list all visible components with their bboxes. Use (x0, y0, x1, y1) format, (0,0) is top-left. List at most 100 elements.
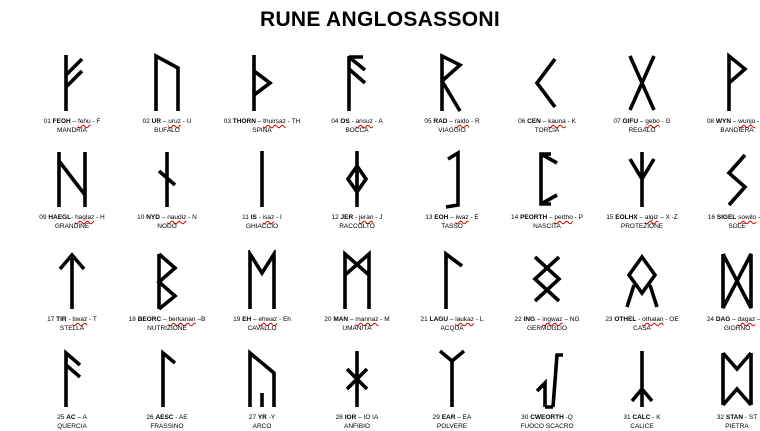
rune-proto-name: kauna (548, 118, 566, 125)
rune-meaning: GIORNO (723, 325, 751, 332)
rune-separator: – (255, 118, 264, 125)
rune-number: 26 (146, 414, 156, 421)
rune-sound: - T (87, 316, 97, 323)
rune-meaning: QUERCIA (57, 423, 87, 430)
rune-name: HAEGL (48, 214, 72, 221)
rune-card: 24 DAG – dagaz – DGIORNO (689, 250, 760, 333)
rune-name: TIR (56, 316, 67, 323)
yr-rune-icon (248, 349, 276, 407)
rune-separator: - (173, 414, 179, 421)
rune-sound: - E (468, 214, 479, 221)
rune-number: 01 (43, 118, 53, 125)
rune-proto-name: wunjo (738, 118, 756, 125)
sigel-rune-icon (726, 153, 748, 207)
rune-separator: – (161, 316, 169, 323)
rune-sound: - H (94, 214, 105, 221)
rune-number: 07 (613, 118, 623, 125)
rune-number: 11 (242, 214, 251, 221)
rune-proto-name: mannaz (355, 316, 379, 323)
rune-sound: –B (195, 316, 206, 323)
rune-proto-name: laukaz (455, 316, 475, 323)
rune-name: YR (257, 414, 267, 421)
rune-name: THORN (232, 118, 256, 125)
rune-meaning: CAVALLO (247, 325, 277, 332)
rune-number: 23 (605, 316, 615, 323)
rune-sound: Y (270, 414, 276, 421)
rune-number: 31 (623, 414, 633, 421)
rune-separator: - (563, 414, 568, 421)
rune-number: 25 (57, 414, 67, 421)
rune-sound: - A (372, 118, 383, 125)
rune-meaning: STELLA (59, 325, 85, 332)
ac-rune-icon (64, 349, 82, 407)
rune-proto-name: berkanan (168, 316, 196, 323)
rune-number: 27 (248, 414, 258, 421)
rune-number: 21 (420, 316, 430, 323)
rune-separator: – (70, 118, 78, 125)
rune-name: CWEORTH (530, 414, 564, 421)
rune-caption: 16 SIGEL sowilo - SSOLE (689, 213, 760, 231)
rune-name: BEORC (137, 316, 162, 323)
rune-name: EOLHX (615, 214, 638, 221)
rune-proto-name: raido (454, 118, 470, 125)
rune-separator: – (447, 118, 455, 125)
rune-proto-name: iwaz (455, 214, 469, 221)
rune-proto-name: dagaz (737, 316, 756, 323)
rune-sound: – D (755, 316, 760, 323)
rune-separator: – (356, 414, 364, 421)
rune-number: 03 (223, 118, 233, 125)
thorn-rune-icon (252, 55, 273, 111)
rune-separator: – (730, 316, 738, 323)
rune-name: NYD (146, 214, 160, 221)
rune-card: 08 WYN – wunjo - WBANDIERA (689, 52, 760, 135)
rune-separator: - (256, 214, 263, 221)
rune-separator: - (349, 118, 356, 125)
man-rune-icon (343, 250, 371, 309)
rune-separator: - (650, 414, 657, 421)
dag-rune-icon (721, 253, 753, 309)
page-title: RUNE ANGLOSASSONI (259, 8, 500, 31)
ior-rune-icon (345, 351, 369, 407)
rune-sound: EA (462, 414, 472, 421)
feoh-rune-icon (64, 55, 84, 111)
rune-name: IOR (344, 414, 357, 421)
rune-name: MAN (333, 316, 349, 323)
gifu-rune-icon (628, 55, 656, 111)
rune-caption: 08 WYN – wunjo - WBANDIERA (689, 117, 760, 135)
aesc-rune-icon (161, 349, 177, 407)
rune-meaning: GRANDINE (54, 223, 90, 230)
rune-number: 18 (128, 316, 138, 323)
rune-meaning: FRASSINO (150, 423, 184, 430)
cen-rune-icon (534, 57, 557, 109)
rune-proto-name: pertho (554, 214, 573, 221)
rune-name: EOH (434, 214, 449, 221)
rune-name: OTHEL (614, 316, 637, 323)
rune-sound: - G (659, 118, 671, 125)
rune-meaning: UMANITÀ (342, 325, 372, 332)
rune-meaning: BOCCA (345, 127, 369, 134)
rune-number: 09 (39, 214, 49, 221)
rune-meaning: PIETRA (725, 423, 749, 430)
rune-sound: - J (373, 214, 383, 221)
rune-separator: – (540, 118, 549, 125)
